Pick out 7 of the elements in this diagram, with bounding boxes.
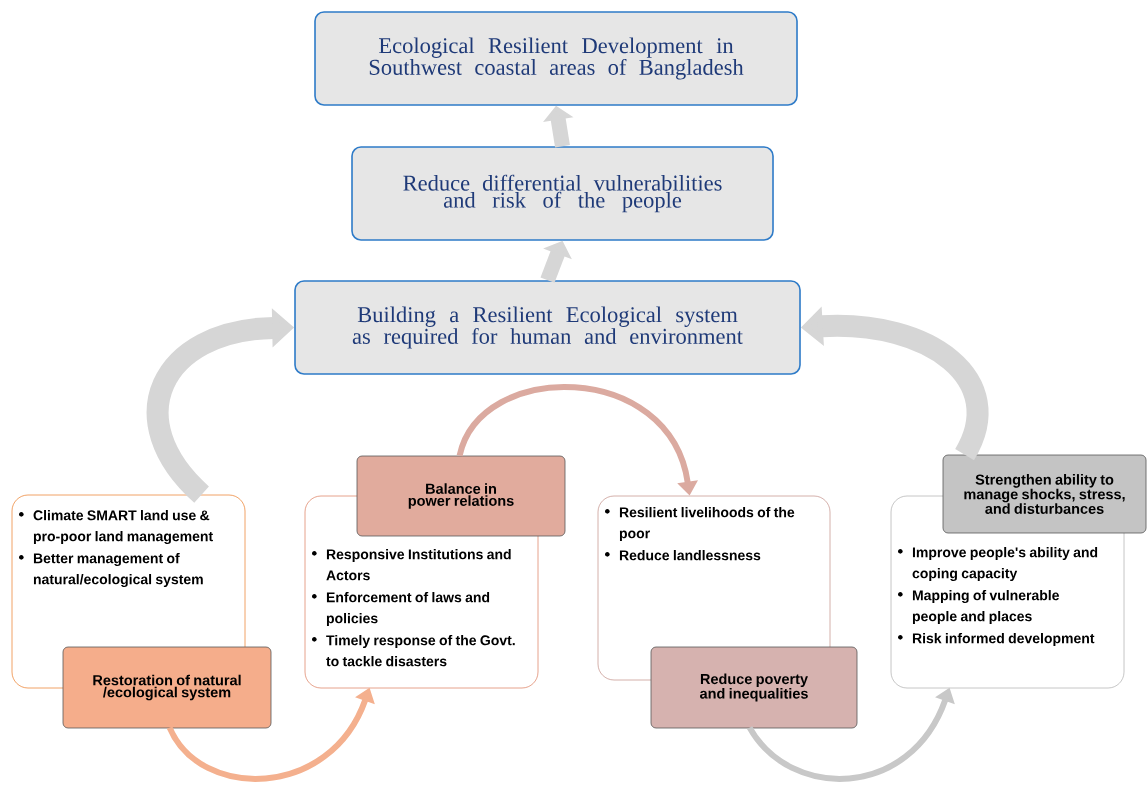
heading-box: Restoration of natural /ecological system: [62, 646, 272, 729]
heading-box: Balance in power relations: [356, 455, 566, 537]
goal-box: Reduce differential vulnerabilities and risk of the people: [351, 146, 774, 241]
goal-box: Ecological Resilient Development in Southwest coastal areas of Bangladesh: [314, 11, 798, 106]
goal-box: Building a Resilient Ecological system as required for human and environment: [294, 280, 801, 375]
heading-box: Strengthen ability to manage shocks, stress, and disturbances: [942, 454, 1147, 534]
heading-box: Reduce poverty and inequalities: [650, 646, 858, 729]
